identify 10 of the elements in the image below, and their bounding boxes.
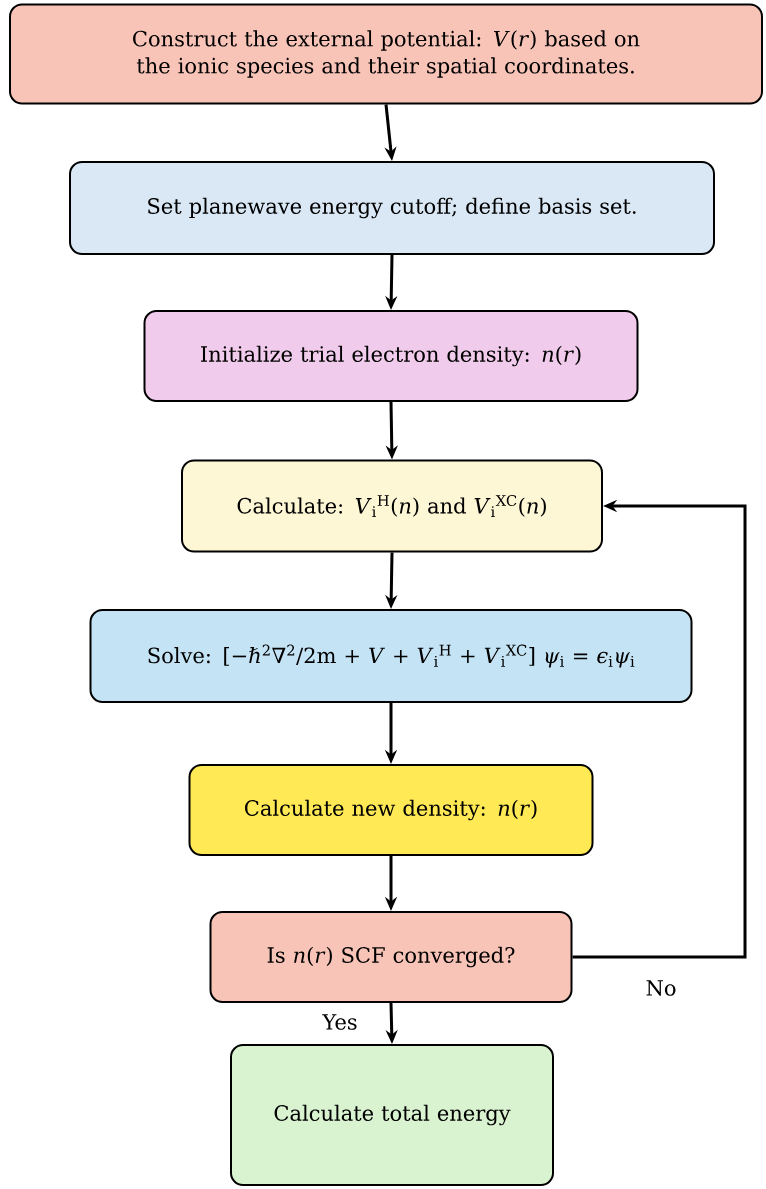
process-box: Calculate total energy	[230, 1044, 554, 1186]
edge-label: Yes	[320, 1012, 360, 1032]
process-box: Construct the external potential: V(r) based on the ionic species and their spatial coordinates.	[9, 3, 763, 105]
process-box: Solve: [−ℏ$^{2}$∇$^{2}$/2m + V + V$_{i}$$^{H}$ + V$_{i}$$^{XC}$] ψ$_{i}$ = ϵ$_{i}$ψ$_{i}$	[89, 609, 693, 703]
process-box: Calculate: V$_{i}$$^{H}$(n) and V$_{i}$$^{XC}$(n)	[181, 459, 603, 553]
process-box: Is n(r) SCF converged?	[209, 911, 573, 1003]
process-box: Set planewave energy cutoff; define basis set.	[69, 161, 715, 255]
process-box: Calculate new density: n(r)	[188, 764, 594, 856]
process-box: Initialize trial electron density: n(r)	[143, 310, 639, 402]
edge-label: No	[643, 978, 679, 998]
